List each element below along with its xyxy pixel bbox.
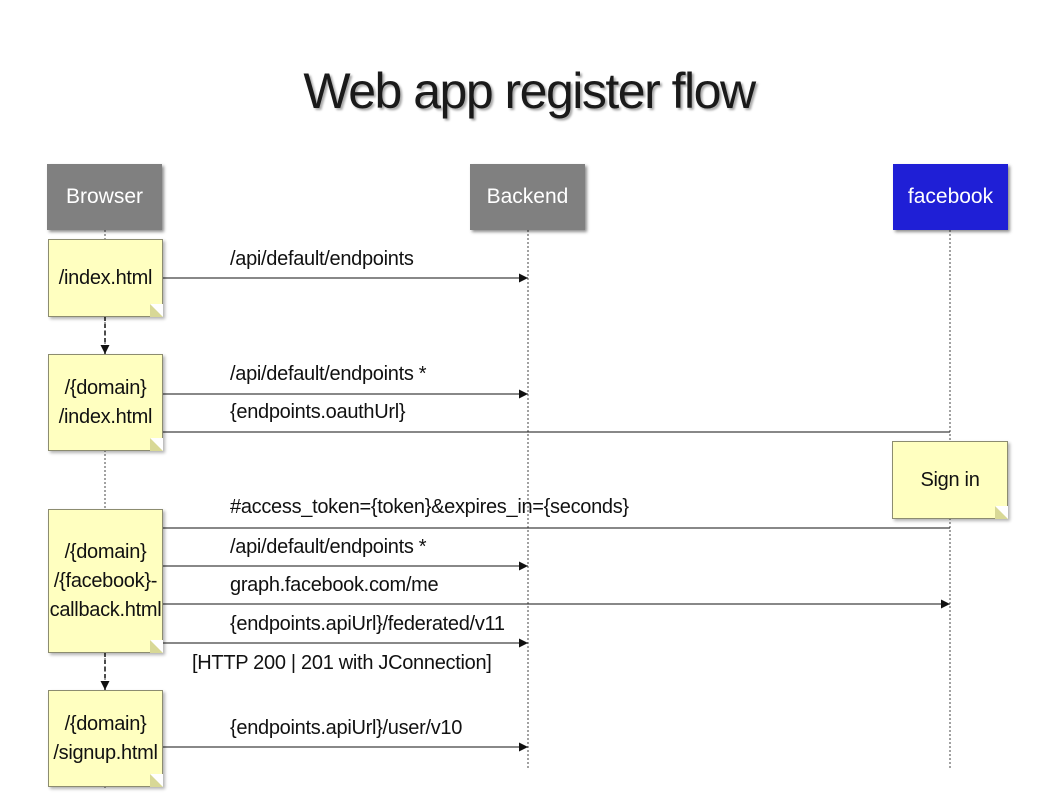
message-label: [HTTP 200 | 201 with JConnection] <box>192 652 492 674</box>
message-label: #access_token={token}&expires_in={second… <box>230 496 629 518</box>
note-line: /{domain} <box>64 376 147 399</box>
note-signup: /{domain} /signup.html <box>48 690 163 787</box>
message-label: {endpoints.apiUrl}/federated/v11 <box>230 613 505 635</box>
note-line: /index.html <box>58 405 153 428</box>
note-index: /index.html <box>48 239 163 317</box>
note-line: /{domain} <box>64 540 147 563</box>
note-line: Sign in <box>920 468 980 491</box>
diagram-title: Web app register flow <box>303 63 756 119</box>
actor-browser: Browser <box>47 164 162 230</box>
actor-facebook: facebook <box>893 164 1008 230</box>
note-line: /signup.html <box>53 741 158 764</box>
message-label: {endpoints.apiUrl}/user/v10 <box>230 717 463 739</box>
message-label: graph.facebook.com/me <box>230 574 439 596</box>
note-line: callback.html <box>49 598 162 621</box>
note-line: /index.html <box>58 266 153 289</box>
message-label: /api/default/endpoints <box>230 248 414 270</box>
note-line: /{domain} <box>64 712 147 735</box>
message-label: /api/default/endpoints * <box>230 536 427 558</box>
note-domain-index: /{domain} /index.html <box>48 354 163 451</box>
note-facebook-callback: /{domain} /{facebook}- callback.html <box>48 509 163 653</box>
note-sign-in: Sign in <box>892 441 1008 519</box>
actor-backend: Backend <box>470 164 585 230</box>
note-line: /{facebook}- <box>53 569 158 592</box>
message-label: /api/default/endpoints * <box>230 363 427 385</box>
message-label: {endpoints.oauthUrl} <box>230 401 406 423</box>
